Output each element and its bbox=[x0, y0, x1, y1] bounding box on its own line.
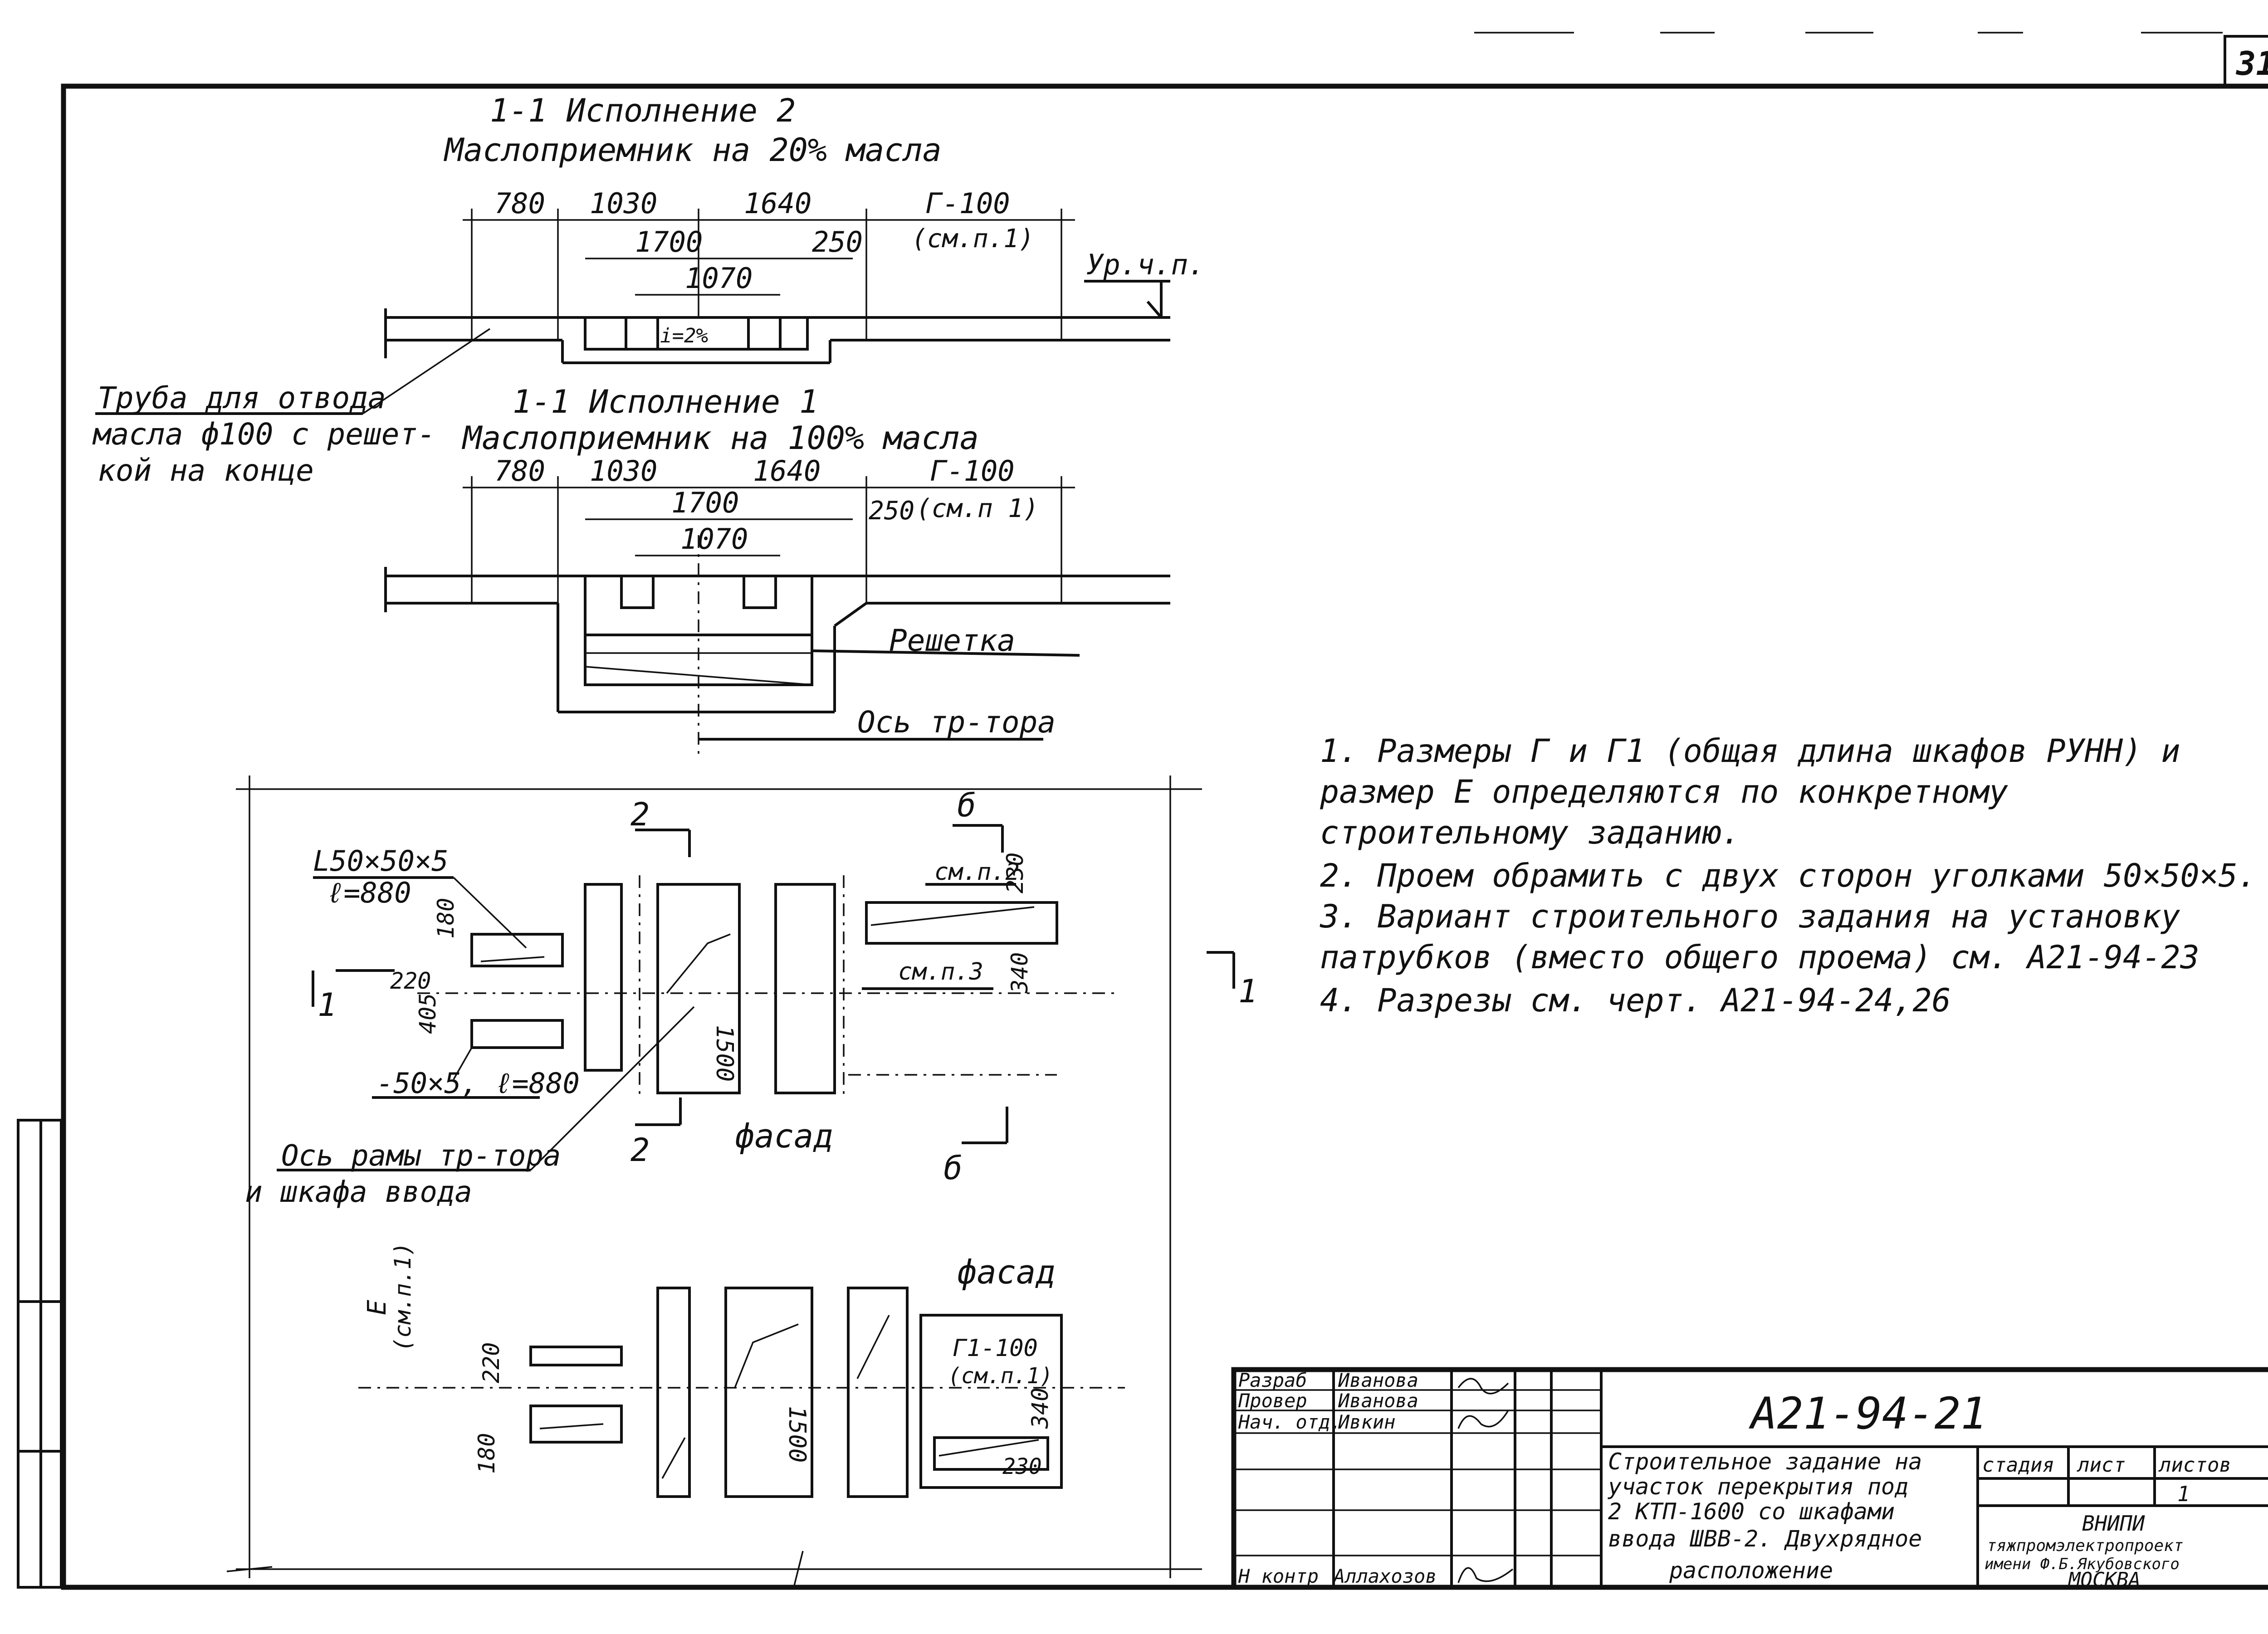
axis-note-line2: и шкафа ввода bbox=[245, 1176, 472, 1209]
angle-length: ℓ=880 bbox=[327, 876, 411, 909]
dim-230: 230 bbox=[1002, 853, 1028, 893]
facade-2: фасад bbox=[957, 1253, 1056, 1291]
note-1a: 1. Размеры Г и Г1 (общая длина шкафов РУ… bbox=[1320, 732, 2180, 770]
dim-340-low: 340 bbox=[1027, 1388, 1053, 1429]
doc-code: А21-94-21 bbox=[1749, 1388, 1987, 1439]
angle-label: L50×50×5 bbox=[313, 844, 449, 878]
cut-b-top: б bbox=[957, 787, 976, 824]
tb-role-1: Провер bbox=[1238, 1390, 1307, 1412]
desc-line-5: расположение bbox=[1669, 1557, 1833, 1584]
tb-name-6: Аллахозов bbox=[1332, 1565, 1437, 1587]
bot-dim-1640: 1640 bbox=[753, 454, 821, 488]
cut-2-bot: 2 bbox=[631, 1132, 650, 1169]
title-block: Разраб Иванова Провер Иванова Нач. отд. … bbox=[1231, 1367, 2268, 1591]
col-stage: стадия bbox=[1982, 1454, 2054, 1477]
note-3b: патрубков (вместо общего проема) см. А21… bbox=[1320, 939, 2200, 976]
top-dim-g100: Г-100 bbox=[925, 187, 1010, 220]
note-1c: строительному заданию. bbox=[1320, 814, 1740, 851]
tb-name-0: Иванова bbox=[1338, 1369, 1418, 1391]
plan-drawing: 2 2 б б 1 1 L50×50×5 ℓ=880 180 220 405 -… bbox=[226, 776, 1257, 1588]
dim-g1-100: Г1-100 bbox=[953, 1335, 1038, 1362]
level-mark: Ур.ч.п. bbox=[1086, 248, 1205, 281]
signature-norm-control bbox=[1457, 1567, 1514, 1583]
section-top-title-2: Маслоприемник на 20% масла bbox=[443, 132, 942, 169]
cut-1-right: 1 bbox=[1238, 973, 1257, 1010]
notes-block: 1. Размеры Г и Г1 (общая длина шкафов РУ… bbox=[1320, 732, 2257, 1019]
sheet-number: 31 bbox=[2235, 44, 2268, 83]
note-1b: размер Е определяются по конкретному bbox=[1320, 773, 2008, 810]
dim-see-note-e: (см.п.1) bbox=[390, 1242, 416, 1351]
signature-chief bbox=[1457, 1410, 1509, 1429]
top-dim-1700: 1700 bbox=[635, 225, 703, 259]
pipe-note-line1: Труба для отвода bbox=[98, 380, 386, 415]
org-line-2: тяжпромэлектропроект bbox=[1987, 1536, 2183, 1555]
col-sheet: лист bbox=[2077, 1454, 2126, 1477]
dim-180: 180 bbox=[433, 898, 459, 939]
cut-2-top: 2 bbox=[631, 796, 650, 833]
see-note-2: см.п.2 bbox=[934, 858, 1020, 886]
tb-role-6: Н контр bbox=[1238, 1565, 1319, 1587]
bot-dim-1030: 1030 bbox=[590, 454, 657, 488]
pipe-note-line3: кой на конце bbox=[98, 453, 314, 488]
section-bottom-title-1: 1-1 Исполнение 1 bbox=[513, 383, 818, 420]
strip-label: -50×5, ℓ=880 bbox=[376, 1067, 580, 1100]
dim-see-note-g1: (см.п.1) bbox=[948, 1363, 1053, 1389]
bot-dim-1070: 1070 bbox=[680, 522, 748, 556]
sheet-frame bbox=[17, 32, 2268, 1590]
top-dim-see-note: (см.п.1) bbox=[912, 224, 1034, 254]
facade-1: фасад bbox=[735, 1117, 833, 1155]
section-top-title-1: 1-1 Исполнение 2 bbox=[490, 92, 796, 129]
section-bottom-drawing: 1-1 Исполнение 1 Маслоприемник на 100% м… bbox=[384, 383, 1170, 757]
pipe-note: Труба для отвода масла ф100 с решет- кой… bbox=[92, 328, 490, 488]
grate-label: Решетка bbox=[889, 623, 1015, 658]
dim-230-low: 230 bbox=[1002, 1454, 1042, 1479]
dim-1500-low: 1500 bbox=[783, 1406, 811, 1463]
tb-role-0: Разраб bbox=[1238, 1369, 1307, 1391]
org-line-4: МОСКВА bbox=[2068, 1568, 2141, 1591]
tb-role-2: Нач. отд. bbox=[1238, 1411, 1342, 1433]
top-slope: i=2% bbox=[660, 324, 708, 347]
top-dim-1070: 1070 bbox=[685, 262, 753, 295]
note-2: 2. Проем обрамить с двух сторон уголками… bbox=[1320, 857, 2257, 894]
dim-180-low: 180 bbox=[474, 1433, 500, 1474]
desc-line-3: 2 КТП-1600 со шкафами bbox=[1608, 1498, 1895, 1525]
dim-E: Е bbox=[362, 1300, 392, 1315]
bot-dim-250: 250 bbox=[869, 496, 914, 526]
cut-b-bot: б bbox=[943, 1150, 963, 1187]
dim-340: 340 bbox=[1007, 952, 1033, 994]
org-line-1: ВНИПИ bbox=[2082, 1511, 2145, 1536]
bot-dim-1700: 1700 bbox=[671, 486, 739, 519]
cut-1-left: 1 bbox=[318, 986, 337, 1024]
desc-line-1: Строительное задание на bbox=[1608, 1449, 1922, 1475]
col-sheets: листов bbox=[2158, 1454, 2231, 1477]
note-3a: 3. Вариант строительного задания на уста… bbox=[1320, 898, 2180, 935]
bot-dim-780: 780 bbox=[494, 454, 545, 488]
dim-405: 405 bbox=[415, 993, 441, 1034]
signature-developer bbox=[1457, 1378, 1509, 1395]
top-dim-250: 250 bbox=[812, 225, 863, 259]
top-dim-1640: 1640 bbox=[744, 187, 811, 220]
tb-name-1: Иванова bbox=[1338, 1390, 1418, 1412]
note-4: 4. Разрезы см. черт. А21-94-24,26 bbox=[1320, 982, 1951, 1019]
desc-line-2: участок перекрытия под bbox=[1608, 1473, 1908, 1500]
sheet-count: 1 bbox=[2177, 1482, 2190, 1506]
section-bottom-title-2: Маслоприемник на 100% масла bbox=[461, 419, 979, 457]
org-line-3: имени Ф.Б.Якубовского bbox=[1984, 1555, 2180, 1573]
dim-1500: 1500 bbox=[711, 1025, 738, 1082]
desc-line-4: ввода ШВВ-2. Двухрядное bbox=[1608, 1526, 1922, 1552]
top-dim-1030: 1030 bbox=[590, 187, 657, 220]
axis-label: Ось тр-тора bbox=[857, 705, 1056, 740]
tb-name-2: Ивкин bbox=[1338, 1411, 1395, 1433]
bot-dim-see-note: (см.п 1) bbox=[916, 494, 1039, 523]
pipe-note-line2: масла ф100 с решет- bbox=[92, 417, 435, 452]
axis-note-line1: Ось рамы тр-тора bbox=[281, 1139, 561, 1173]
top-dim-780: 780 bbox=[494, 187, 545, 220]
dim-220-low: 220 bbox=[478, 1342, 504, 1383]
bot-dim-g100: Г-100 bbox=[930, 454, 1015, 488]
see-note-3: см.п.3 bbox=[898, 958, 983, 985]
section-top-drawing: 1-1 Исполнение 2 Маслоприемник на 20% ма… bbox=[384, 92, 1205, 364]
dim-220: 220 bbox=[390, 968, 431, 994]
